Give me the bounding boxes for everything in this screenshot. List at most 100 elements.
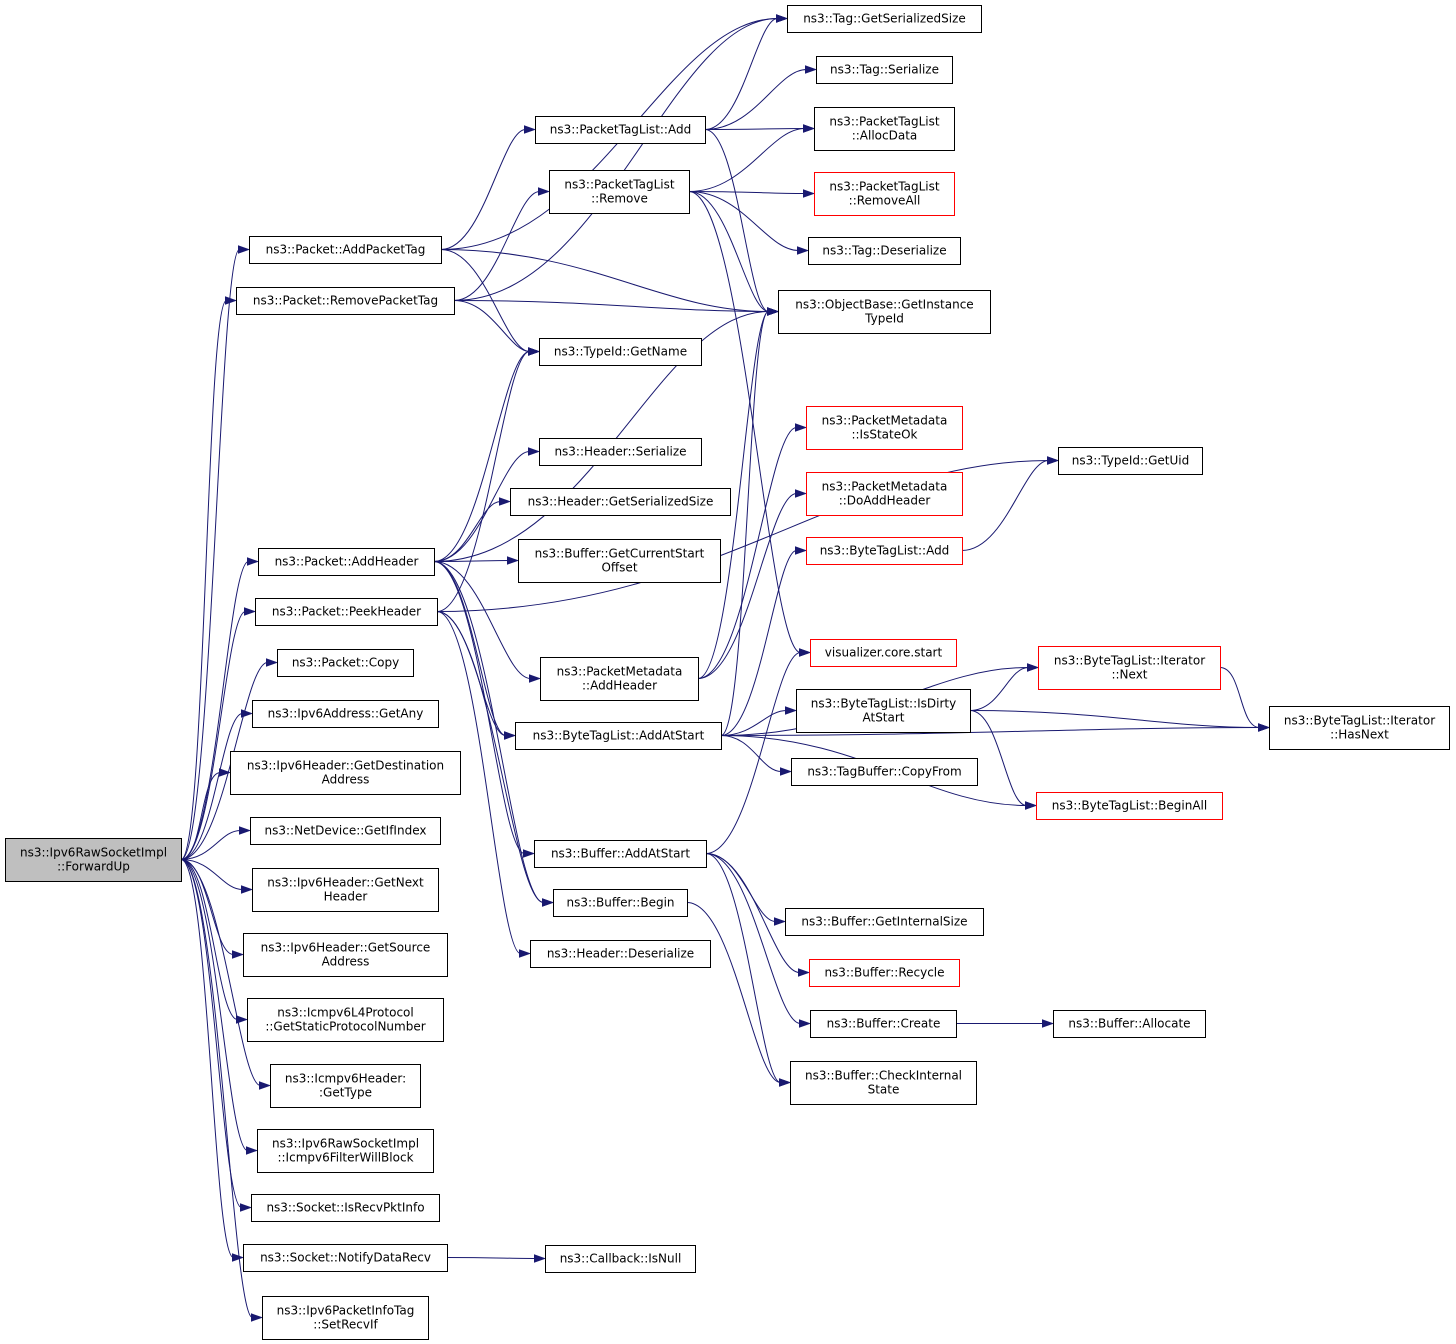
- node-pm_isstateok[interactable]: ns3::PacketMetadata::IsStateOk: [806, 406, 963, 450]
- node-typeid_getuid[interactable]: ns3::TypeId::GetUid: [1058, 447, 1203, 475]
- node-header_getsersize[interactable]: ns3::Header::GetSerializedSize: [510, 488, 731, 516]
- node-ptl_removeall[interactable]: ns3::PacketTagList::RemoveAll: [814, 172, 955, 216]
- node-pm_doaddheader[interactable]: ns3::PacketMetadata::DoAddHeader: [806, 472, 963, 516]
- node-label: ns3::Header::Serialize: [554, 445, 686, 459]
- node-btl_iter_next[interactable]: ns3::ByteTagList::Iterator::Next: [1038, 646, 1221, 690]
- edge-ptl_add-to-tag_serialize: [704, 65, 818, 130]
- node-addheader[interactable]: ns3::Packet::AddHeader: [258, 548, 435, 576]
- edge-root-to-getifindex: [180, 826, 252, 860]
- edge-root-to-addpackettag: [180, 245, 251, 860]
- node-buffer_begin[interactable]: ns3::Buffer::Begin: [553, 889, 688, 917]
- node-label: ns3::PacketMetadata: [557, 665, 683, 679]
- edge-root-to-getnext: [180, 859, 254, 894]
- node-typeid_getname[interactable]: ns3::TypeId::GetName: [539, 338, 702, 366]
- edge-root-to-getdest: [180, 768, 232, 860]
- node-header_serialize[interactable]: ns3::Header::Serialize: [539, 438, 702, 466]
- edge-root-to-removepackettag: [180, 296, 238, 860]
- edge-addheader-to-pm_addheader: [433, 561, 542, 683]
- edge-peekheader-to-typeid_getname: [436, 347, 541, 612]
- node-tagbuffer_copyfrom[interactable]: ns3::TagBuffer::CopyFrom: [791, 758, 978, 786]
- edge-btl_addatstart-to-tagbuffer_copyfrom: [720, 735, 793, 776]
- node-label: ns3::Packet::AddPacketTag: [266, 243, 426, 257]
- node-buffer_allocate[interactable]: ns3::Buffer::Allocate: [1053, 1010, 1206, 1038]
- edge-ptl_remove-to-ob_getinstancetypeid: [688, 191, 780, 316]
- edge-pm_addheader-to-pm_doaddheader: [697, 489, 808, 679]
- node-isrecvpktinfo[interactable]: ns3::Socket::IsRecvPktInfo: [251, 1194, 440, 1222]
- edge-ptl_remove-to-tag_deserialize: [688, 191, 810, 255]
- node-label: ns3::Packet::Copy: [292, 656, 399, 670]
- node-label: ns3::Buffer::CheckInternal: [805, 1069, 962, 1083]
- node-addpackettag[interactable]: ns3::Packet::AddPacketTag: [249, 236, 442, 264]
- node-peekheader[interactable]: ns3::Packet::PeekHeader: [255, 598, 438, 626]
- node-label: ns3::Packet::PeekHeader: [272, 605, 421, 619]
- edge-buffer_begin-to-buffer_checkinternal: [686, 902, 792, 1087]
- node-btl_beginall[interactable]: ns3::ByteTagList::BeginAll: [1036, 792, 1223, 820]
- node-buffer_getinternalsize[interactable]: ns3::Buffer::GetInternalSize: [785, 908, 984, 936]
- edge-addheader-to-typeid_getname: [433, 347, 541, 562]
- node-viz_start[interactable]: visualizer.core.start: [810, 639, 957, 667]
- edge-buffer_addatstart-to-viz_start: [705, 648, 812, 854]
- node-getstatic[interactable]: ns3::Icmpv6L4Protocol::GetStaticProtocol…: [247, 998, 444, 1042]
- node-label: ns3::TagBuffer::CopyFrom: [807, 765, 961, 779]
- edge-ptl_remove-to-ptl_removeall: [688, 189, 816, 198]
- node-pm_addheader[interactable]: ns3::PacketMetadata::AddHeader: [540, 657, 699, 701]
- node-getany[interactable]: ns3::Ipv6Address::GetAny: [252, 700, 439, 728]
- edge-root-to-gettype: [180, 859, 272, 1090]
- node-ptl_add[interactable]: ns3::PacketTagList::Add: [535, 116, 706, 144]
- node-label: Address: [322, 773, 370, 787]
- node-tag_getsersize[interactable]: ns3::Tag::GetSerializedSize: [787, 5, 982, 33]
- node-btl_iter_hasnext[interactable]: ns3::ByteTagList::Iterator::HasNext: [1269, 706, 1450, 750]
- node-removepackettag[interactable]: ns3::Packet::RemovePacketTag: [236, 287, 455, 315]
- node-label: ns3::Ipv6Header::GetNext: [267, 876, 424, 890]
- node-ptl_remove[interactable]: ns3::PacketTagList::Remove: [549, 170, 690, 214]
- node-label: ns3::Ipv6RawSocketImpl: [272, 1137, 419, 1151]
- node-callback_isnull[interactable]: ns3::Callback::IsNull: [545, 1245, 696, 1273]
- node-btl_addatstart[interactable]: ns3::ByteTagList::AddAtStart: [515, 722, 722, 750]
- node-label: ns3::Buffer::AddAtStart: [551, 847, 690, 861]
- node-filterwillblock[interactable]: ns3::Ipv6RawSocketImpl::Icmpv6FilterWill…: [257, 1129, 434, 1173]
- node-label: ns3::Tag::GetSerializedSize: [803, 12, 966, 26]
- edge-root-to-getany: [180, 709, 254, 860]
- node-copy[interactable]: ns3::Packet::Copy: [277, 649, 414, 677]
- node-label: ns3::Packet::AddHeader: [275, 555, 419, 569]
- node-label: TypeId: [864, 312, 904, 326]
- node-label: ns3::Buffer::GetCurrentStart: [535, 547, 705, 561]
- node-tag_deserialize[interactable]: ns3::Tag::Deserialize: [808, 237, 961, 265]
- node-label: ns3::Buffer::GetInternalSize: [801, 915, 967, 929]
- edge-btl_add-to-typeid_getuid: [961, 456, 1060, 551]
- edge-notifydatarecv-to-callback_isnull: [446, 1254, 547, 1263]
- node-label: ns3::ByteTagList::Iterator: [1284, 714, 1435, 728]
- node-label: ns3::ByteTagList::BeginAll: [1052, 799, 1207, 813]
- node-label: ns3::Ipv6RawSocketImpl: [20, 846, 167, 860]
- edge-root-to-addheader: [180, 557, 260, 860]
- node-buffer_addatstart[interactable]: ns3::Buffer::AddAtStart: [534, 840, 707, 868]
- node-label: ns3::ByteTagList::AddAtStart: [533, 729, 705, 743]
- edge-root-to-peekheader: [180, 607, 257, 860]
- function-nodes: ns3::Ipv6RawSocketImpl::ForwardUp ns3::Pa…: [5, 5, 1450, 1340]
- node-ptl_allocdata[interactable]: ns3::PacketTagList::AllocData: [814, 107, 955, 151]
- node-btl_add[interactable]: ns3::ByteTagList::Add: [806, 537, 963, 565]
- node-notifydatarecv[interactable]: ns3::Socket::NotifyDataRecv: [243, 1244, 448, 1272]
- node-tag_serialize[interactable]: ns3::Tag::Serialize: [816, 56, 953, 84]
- node-label: ns3::NetDevice::GetIfIndex: [265, 824, 427, 838]
- node-header_deserialize[interactable]: ns3::Header::Deserialize: [530, 940, 711, 968]
- edge-peekheader-to-typeid_getuid: [436, 456, 1060, 612]
- node-label: ns3::PacketTagList: [564, 178, 674, 192]
- node-buffer_recycle[interactable]: ns3::Buffer::Recycle: [809, 959, 960, 987]
- node-label: Offset: [601, 561, 637, 575]
- edge-buffer_addatstart-to-buffer_recycle: [705, 853, 811, 977]
- edge-btl_addatstart-to-btl_add: [720, 546, 808, 736]
- node-root[interactable]: ns3::Ipv6RawSocketImpl::ForwardUp: [5, 838, 182, 882]
- edge-btl_isdirty-to-btl_iter_next: [969, 663, 1040, 711]
- node-getifindex[interactable]: ns3::NetDevice::GetIfIndex: [250, 817, 441, 845]
- node-setrecvif[interactable]: ns3::Ipv6PacketInfoTag::SetRecvIf: [262, 1296, 429, 1340]
- node-gettype[interactable]: ns3::Icmpv6Header::GetType: [270, 1064, 421, 1108]
- node-buffer_create[interactable]: ns3::Buffer::Create: [810, 1010, 957, 1038]
